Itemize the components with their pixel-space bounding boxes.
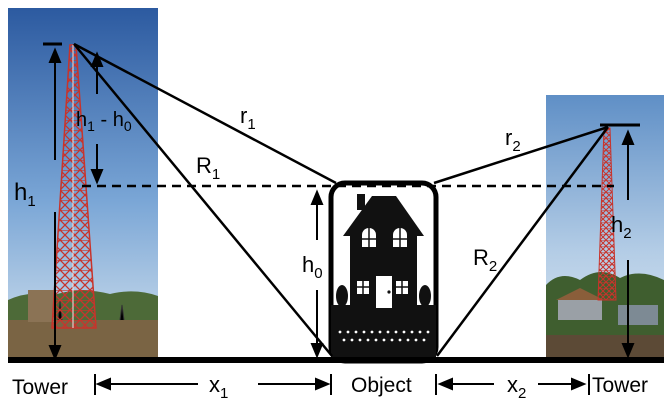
label-R1: R1 — [196, 153, 220, 183]
label-x2: x2 — [507, 372, 526, 402]
left-tower-photo — [8, 8, 158, 358]
label-x1: x1 — [209, 372, 228, 402]
object-house — [328, 180, 439, 364]
label-object: Object — [351, 374, 412, 397]
h2-arrow — [621, 129, 635, 359]
label-tower-left: Tower — [12, 376, 68, 399]
h0-arrow — [310, 189, 324, 359]
h1-arrow — [48, 47, 62, 361]
label-r2: r2 — [505, 125, 521, 155]
x1-arrow — [94, 374, 332, 395]
label-h1: h1 — [14, 179, 36, 210]
line-r1 — [73, 42, 337, 185]
line-r2 — [433, 125, 609, 185]
dimension-ticks — [43, 42, 640, 127]
line-R2 — [435, 126, 610, 357]
label-h2: h2 — [611, 212, 632, 242]
label-R2: R2 — [473, 245, 497, 275]
line-R1 — [73, 43, 333, 357]
h1-minus-h0-arrow — [90, 51, 104, 185]
label-h0: h0 — [302, 252, 323, 282]
label-r1: r1 — [240, 103, 256, 133]
label-h1-minus-h0: h1 - h0 — [76, 109, 132, 134]
label-tower-right: Tower — [592, 374, 648, 397]
right-tower-photo — [546, 95, 664, 358]
sight-lines — [73, 42, 610, 357]
x2-arrow — [435, 374, 590, 395]
